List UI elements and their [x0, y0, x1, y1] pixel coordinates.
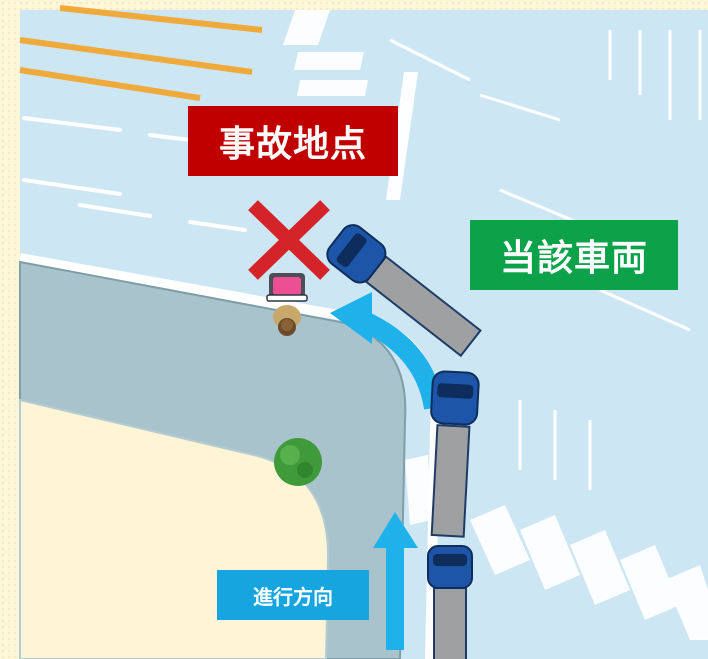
center-lines	[19, 5, 263, 101]
cross-mark-icon	[248, 200, 330, 280]
truck-icon	[427, 545, 473, 659]
vehicle-label-bg	[470, 220, 678, 290]
direction-of-travel-label: 進行方向	[253, 584, 333, 609]
lane-dashes-left	[22, 116, 247, 232]
accident-label-bg	[188, 106, 398, 176]
crosswalk-bottom-right	[405, 455, 708, 640]
truck-icon	[430, 370, 480, 538]
subject-vehicle-label: 当該車両	[499, 238, 648, 279]
accident-point-label: 事故地点	[218, 124, 367, 165]
direction-label-bg	[217, 570, 369, 620]
straight-arrow-icon	[373, 512, 418, 650]
tree-icon	[274, 438, 322, 486]
truck-icon	[326, 224, 482, 358]
bicycle-rider-icon	[266, 273, 308, 336]
